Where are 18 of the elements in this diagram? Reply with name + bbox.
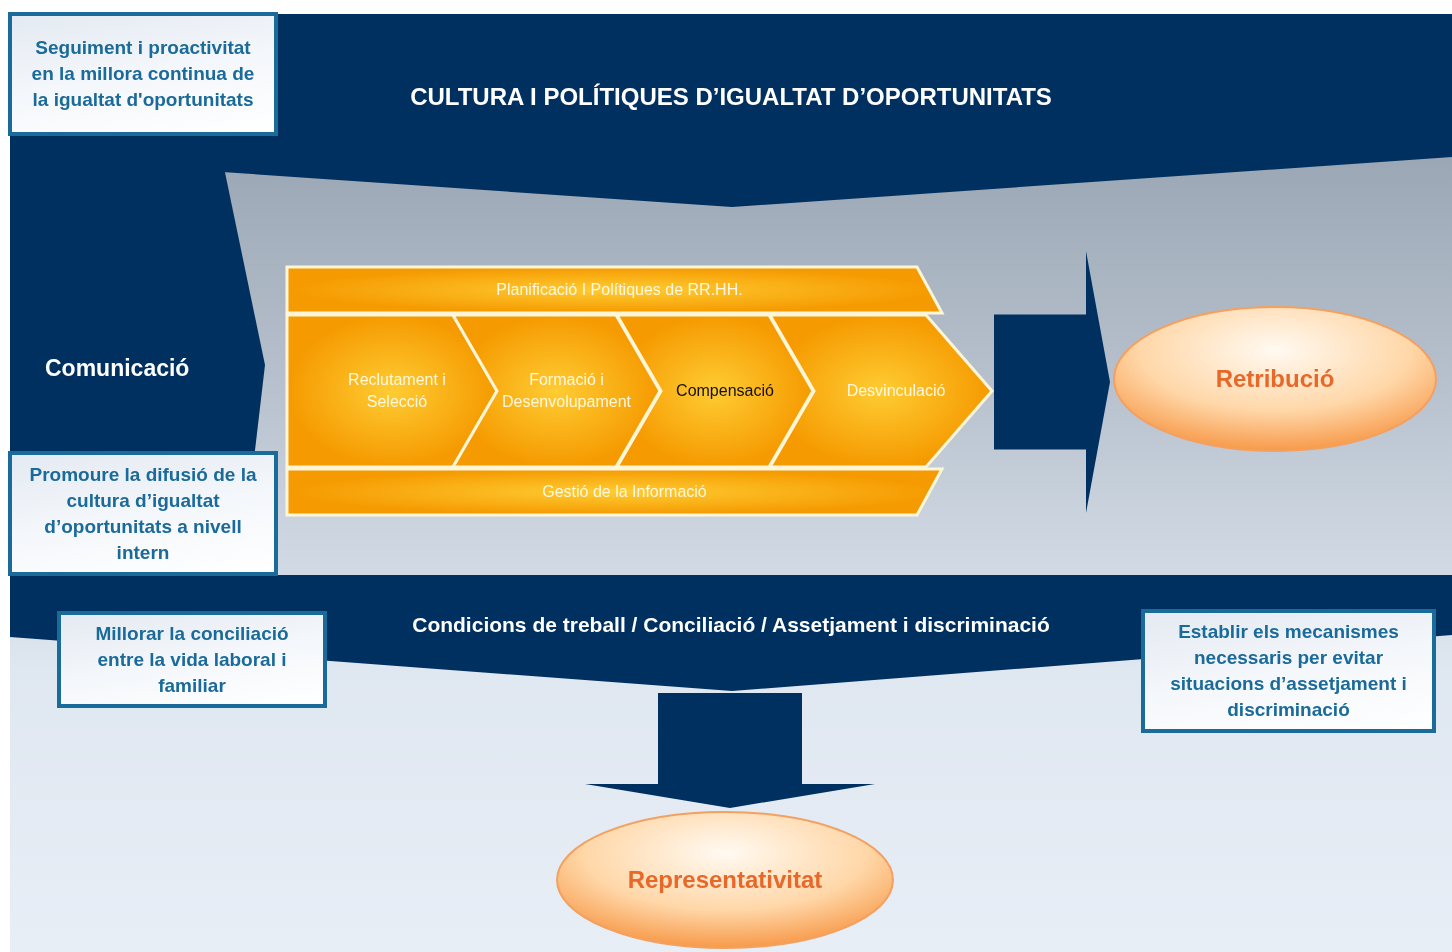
- banner-title: Comunicació: [45, 354, 190, 382]
- callout-text: Seguiment i proactivitat en la millora continua de la igualtat d'oportunitats: [30, 36, 256, 112]
- process-label: Formació i Desenvolupament: [501, 370, 632, 412]
- node-label: Retribució: [1215, 365, 1335, 393]
- block-arrow: [994, 251, 1110, 513]
- callout-text: Millorar la conciliació entre la vida laboral i familiar: [94, 621, 290, 698]
- node-label: Representativitat: [627, 866, 823, 894]
- callout-box: [57, 611, 327, 708]
- process-label: Planificació I Polítiques de RR.HH.: [495, 280, 744, 300]
- process-label: Gestió de la Informació: [541, 482, 708, 502]
- banner-title: CULTURA I POLÍTIQUES D’IGUALTAT D’OPORTUNITATS: [410, 82, 1052, 111]
- callout-text: Promoure la difusió de la cultura d’igualtat d’oportunitats a nivell intern: [28, 462, 258, 565]
- process-label: Desvinculació: [845, 381, 947, 401]
- callout-text: Establir els mecanismes necessaris per evitar situacions d’assetjament i discriminació: [1169, 620, 1408, 722]
- block-arrow: [585, 693, 875, 808]
- banner-title: Condicions de treball / Conciliació / Assetjament i discriminació: [412, 613, 1050, 637]
- callout-box: [1141, 609, 1436, 733]
- process-label: Compensació: [675, 381, 775, 401]
